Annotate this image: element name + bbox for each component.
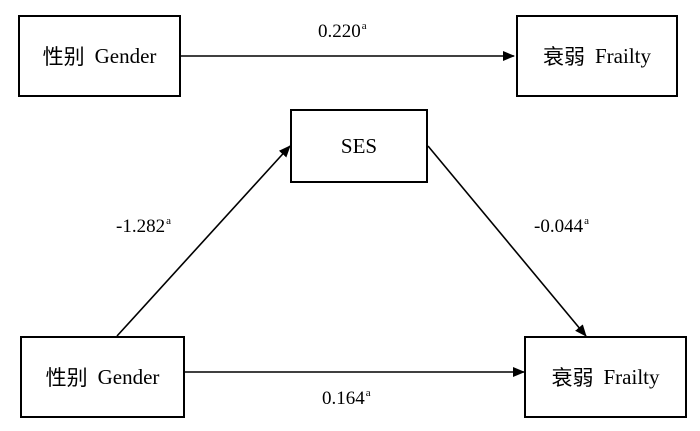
coef-value: -1.282 xyxy=(116,216,166,237)
coef-path-b: -0.044a xyxy=(534,215,589,237)
node-label-en: Gender xyxy=(94,43,157,68)
coef-total-effect: 0.220a xyxy=(318,20,367,42)
coef-sup: a xyxy=(166,215,171,227)
node-frailty-mediation: 衰弱 Frailty xyxy=(524,336,687,418)
arrow-path-b xyxy=(427,145,587,337)
coef-value: -0.044 xyxy=(534,216,584,237)
coef-value: 0.220 xyxy=(318,21,361,42)
node-gender-total: 性别 Gender xyxy=(18,15,181,97)
node-label-en: Gender xyxy=(97,364,160,389)
node-gender-mediation: 性别 Gender xyxy=(20,336,185,418)
node-ses: SES xyxy=(290,109,428,183)
node-label-en: Frailty xyxy=(603,364,660,389)
coef-path-c-prime: 0.164a xyxy=(322,387,371,409)
node-label-zh: 衰弱 xyxy=(551,366,594,390)
coef-value: 0.164 xyxy=(322,388,365,409)
coef-sup: a xyxy=(365,387,371,399)
coef-sup: a xyxy=(584,215,589,227)
coef-sup: a xyxy=(361,20,367,32)
node-frailty-total: 衰弱 Frailty xyxy=(516,15,678,97)
coef-path-a: -1.282a xyxy=(116,215,171,237)
arrow-path-a xyxy=(116,145,291,337)
node-label-zh: 性别 xyxy=(42,45,85,69)
node-label-zh: 性别 xyxy=(45,366,88,390)
node-label-zh: 衰弱 xyxy=(543,45,585,69)
node-label: SES xyxy=(340,133,378,158)
node-label-en: Frailty xyxy=(595,43,651,68)
